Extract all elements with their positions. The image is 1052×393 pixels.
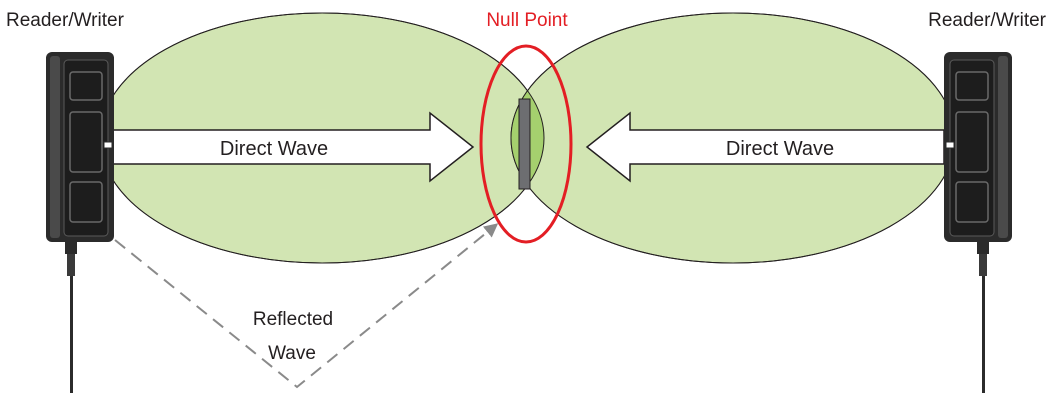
right-direct-wave-arrow [585, 111, 945, 183]
right-direct-wave-label: Direct Wave [726, 138, 834, 160]
null-point-ring [479, 44, 573, 244]
reflected-wave-label-line1: Reflected [253, 309, 333, 330]
right-device-icon [944, 52, 1012, 393]
reflected-wave-path [114, 223, 499, 389]
left-device-icon [46, 52, 114, 393]
right-device-label: Reader/Writer [928, 10, 1047, 31]
left-direct-wave-label: Direct Wave [220, 138, 328, 160]
tag-icon [518, 98, 531, 190]
left-device-label: Reader/Writer [6, 10, 125, 31]
reflected-wave-label-line2: Wave [268, 343, 316, 364]
left-direct-wave-arrow [112, 111, 475, 183]
null-point-label: Null Point [486, 10, 568, 31]
